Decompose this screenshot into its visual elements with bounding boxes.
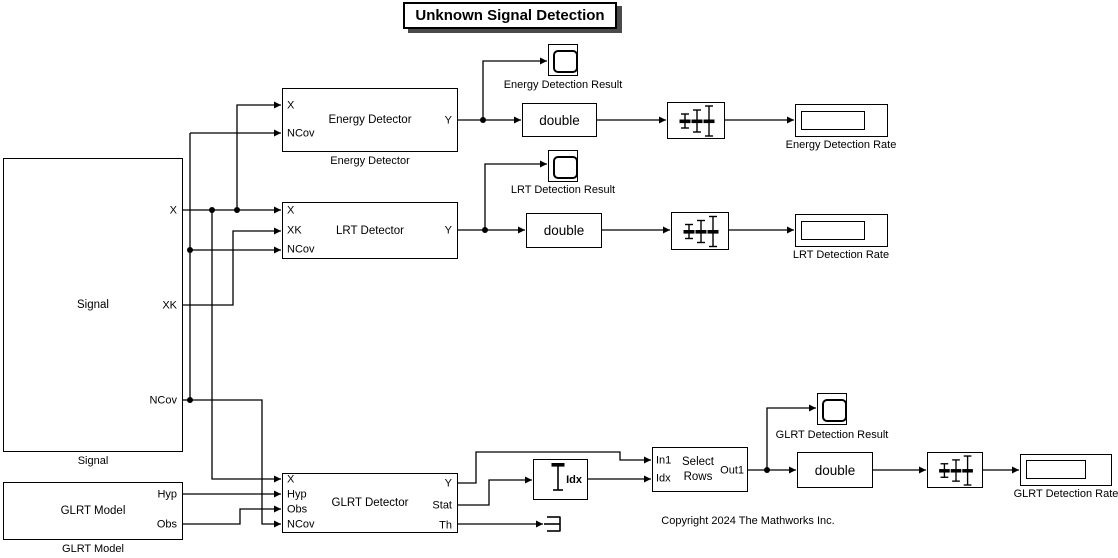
glrt-mean-block[interactable]	[927, 452, 983, 488]
lrt-display-caption: LRT Detection Rate	[792, 249, 890, 261]
running-mean-errorbar-icon	[939, 455, 973, 486]
lrt-mean-block[interactable]	[671, 212, 729, 250]
port-label-x: X	[169, 204, 177, 217]
display-readout-field	[801, 221, 865, 240]
block-label: GLRT Detector	[331, 497, 409, 509]
port-label-ncov: NCov	[287, 127, 315, 140]
scope-screen-icon	[822, 399, 847, 422]
lrt-scope-block[interactable]	[548, 150, 578, 182]
port-label-x: X	[287, 204, 295, 217]
model-title: Unknown Signal Detection	[403, 2, 617, 29]
port-label-obs: Obs	[287, 503, 308, 516]
glrt-model-block[interactable]: GLRT Model Hyp Obs	[3, 482, 183, 540]
port-label-xk: XK	[162, 299, 177, 312]
port-label-obs: Obs	[156, 518, 177, 531]
terminator-icon	[544, 516, 561, 532]
block-label: Signal	[77, 299, 109, 311]
running-max-ibeam-icon	[551, 463, 565, 491]
block-label: GLRT Model	[60, 505, 126, 517]
port-label-in1: In1	[656, 454, 672, 467]
energy-scope-caption: Energy Detection Result	[503, 79, 623, 91]
display-readout-field	[1026, 460, 1086, 479]
port-label-hyp: Hyp	[157, 488, 177, 501]
running-mean-errorbar-icon	[683, 215, 719, 248]
energy-double-cast-block[interactable]: double	[522, 103, 597, 137]
max-idx-block[interactable]: Idx	[533, 459, 588, 500]
glrt-model-caption: GLRT Model	[62, 543, 124, 555]
port-label-x: X	[287, 99, 295, 112]
block-label: double	[543, 223, 585, 238]
energy-scope-block[interactable]	[548, 44, 578, 76]
max-idx-label: Idx	[566, 473, 582, 486]
block-label: double	[539, 112, 580, 128]
wire-junction-dots	[187, 117, 770, 473]
energy-detector-block[interactable]: Energy Detector X NCov Y	[282, 88, 458, 152]
block-label: Energy Detector	[328, 114, 412, 126]
signal-subsystem-block[interactable]: Signal X XK NCov	[3, 158, 183, 452]
lrt-display-block[interactable]	[795, 214, 888, 247]
port-label-x: X	[287, 473, 295, 486]
energy-detector-caption: Energy Detector	[330, 155, 410, 167]
glrt-detector-block[interactable]: GLRT Detector X Hyp Obs NCov Y Stat Th	[282, 473, 458, 533]
port-label-xk: XK	[287, 224, 302, 237]
lrt-detector-block[interactable]: LRT Detector X XK NCov Y	[282, 202, 458, 259]
display-readout-field	[801, 111, 865, 130]
signal-caption: Signal	[77, 455, 109, 467]
port-label-hyp: Hyp	[287, 488, 307, 501]
model-title-text: Unknown Signal Detection	[415, 7, 605, 24]
block-label: LRT Detector	[336, 224, 404, 237]
glrt-double-cast-block[interactable]: double	[797, 452, 873, 488]
glrt-scope-caption: GLRT Detection Result	[775, 429, 889, 441]
port-label-stat: Stat	[432, 499, 452, 512]
scope-screen-icon	[553, 50, 578, 73]
lrt-double-cast-block[interactable]: double	[526, 213, 602, 248]
port-label-y: Y	[444, 224, 452, 237]
port-label-th: Th	[439, 519, 452, 532]
port-label-ncov: NCov	[287, 243, 315, 256]
scope-screen-icon	[553, 156, 578, 179]
lrt-scope-caption: LRT Detection Result	[510, 184, 616, 196]
glrt-display-block[interactable]	[1020, 454, 1112, 486]
energy-display-block[interactable]	[795, 104, 888, 137]
port-label-ncov: NCov	[149, 394, 177, 407]
port-label-y: Y	[444, 114, 452, 127]
port-label-out1: Out1	[720, 464, 744, 477]
port-label-ncov: NCov	[287, 518, 315, 531]
block-label: double	[814, 462, 856, 478]
energy-mean-block[interactable]	[667, 102, 725, 139]
block-label: Select Rows	[682, 456, 714, 483]
select-rows-block[interactable]: Select Rows In1 Idx Out1	[652, 447, 748, 492]
energy-display-caption: Energy Detection Rate	[785, 139, 897, 151]
running-mean-errorbar-icon	[679, 105, 715, 137]
port-label-y: Y	[444, 477, 452, 490]
glrt-display-caption: GLRT Detection Rate	[1013, 488, 1118, 500]
glrt-scope-block[interactable]	[817, 393, 847, 425]
copyright-text: Copyright 2024 The Mathworks Inc.	[661, 515, 835, 527]
port-label-idx: Idx	[656, 472, 671, 485]
